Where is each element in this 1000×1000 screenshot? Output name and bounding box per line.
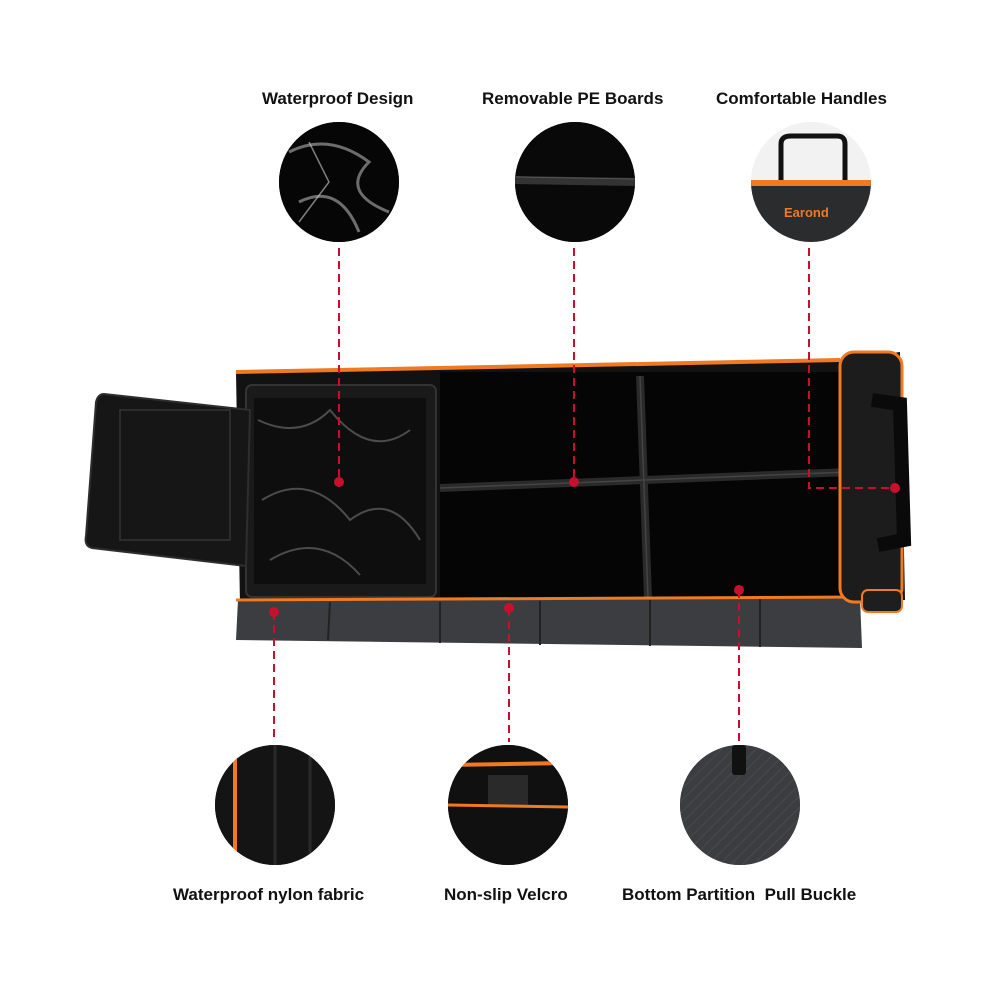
- label-non-slip-velcro: Non-slip Velcro: [444, 885, 568, 904]
- detail-circle-removable-pe-boards: [515, 122, 635, 242]
- label-bottom-partition-pull-buckle: Bottom Partition Pull Buckle: [622, 885, 857, 904]
- detail-circle-waterproof-nylon-fabric: [215, 745, 335, 865]
- detail-circle-waterproof-design: [279, 122, 399, 242]
- label-waterproof-nylon-fabric: Waterproof nylon fabric: [173, 885, 365, 904]
- detail-circle-comfortable-handles: Earond: [751, 122, 871, 242]
- label-removable-pe-boards: Removable PE Boards: [482, 89, 664, 108]
- detail-circle-non-slip-velcro: [448, 745, 568, 865]
- detail-circle-bottom-partition-pull-buckle: [680, 745, 800, 865]
- label-waterproof-design: Waterproof Design: [262, 89, 414, 108]
- brand-logo-text: Earond: [784, 205, 829, 220]
- label-comfortable-handles: Comfortable Handles: [716, 89, 887, 108]
